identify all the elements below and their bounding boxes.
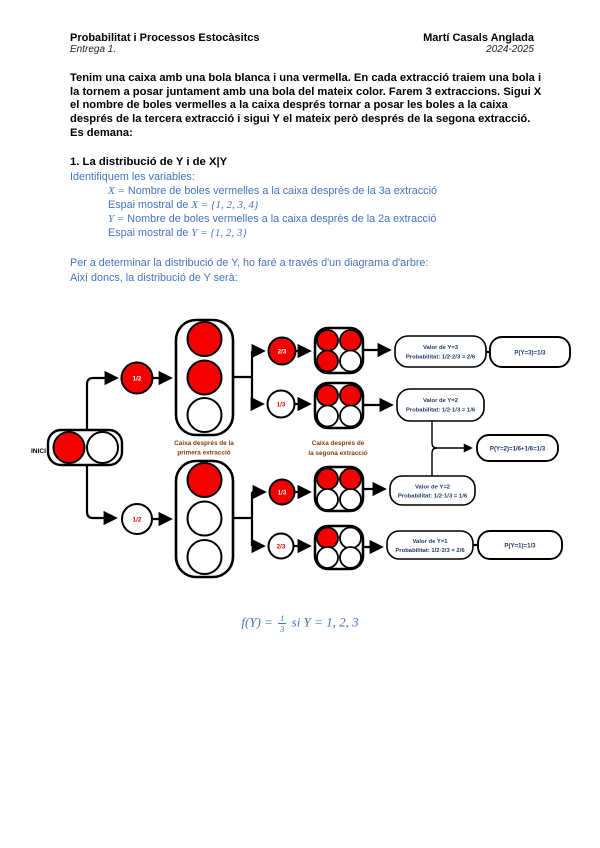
red-ball bbox=[186, 462, 223, 498]
variable-y-definition: Y = Nombre de boles vermelles a la caixa… bbox=[108, 212, 437, 225]
svg-text:Valor de Y=3: Valor de Y=3 bbox=[423, 345, 459, 351]
svg-text:Valor de Y=1: Valor de Y=1 bbox=[412, 539, 448, 545]
svg-text:Probabilitat: 1/2·1/3 = 1/6: Probabilitat: 1/2·1/3 = 1/6 bbox=[398, 494, 468, 500]
callout-y3: Valor de Y=3 Probabilitat: 1/2·2/3 = 2/6 bbox=[394, 335, 487, 368]
prob-circle-second-red-white: 1/3 bbox=[266, 389, 296, 419]
white-ball bbox=[339, 404, 362, 428]
red-ball bbox=[316, 349, 339, 373]
white-ball bbox=[186, 539, 223, 575]
author-name: Martí Casals Anglada bbox=[423, 32, 534, 44]
white-ball bbox=[339, 488, 362, 511]
prob-circle-first-red: 1/2 bbox=[120, 361, 154, 395]
tree-diagram-intro: Per a determinar la distribució de Y, ho… bbox=[70, 257, 429, 270]
section-heading: 1. La distribució de Y i de X|Y bbox=[70, 155, 228, 168]
header-row-2: Entrega 1. 2024-2025 bbox=[70, 44, 534, 55]
header-row-1: Probabilitat i Processos Estocàsitcs Mar… bbox=[70, 32, 534, 44]
red-ball bbox=[316, 467, 339, 491]
svg-text:Valor de Y=2: Valor de Y=2 bbox=[423, 398, 459, 404]
result-p-y1: P(Y=1)=1/3 bbox=[477, 530, 563, 560]
callout-y2-top: Valor de Y=2 Probabilitat: 1/2·1/3 = 1/6 bbox=[396, 388, 485, 422]
variables-lead: Identifiquem les variables: bbox=[70, 170, 195, 183]
white-ball bbox=[316, 488, 339, 511]
red-ball bbox=[339, 384, 362, 407]
second-box-caption-line2: la segona extracció bbox=[308, 450, 367, 457]
sample-space-x: Espai mostral de X = {1, 2, 3, 4} bbox=[108, 198, 259, 211]
problem-statement: Tenim una caixa amb una bola blanca i un… bbox=[70, 72, 542, 139]
result-p-y3: P(Y=3)=1/3 bbox=[489, 336, 571, 368]
start-label: INICI bbox=[31, 448, 46, 455]
svg-text:1/3: 1/3 bbox=[277, 402, 286, 409]
svg-text:P(Y=2)=1/6+1/6=1/3: P(Y=2)=1/6+1/6=1/3 bbox=[490, 446, 546, 453]
red-ball bbox=[186, 359, 223, 396]
prob-circle-second-white-white: 2/3 bbox=[267, 532, 295, 560]
callout-y1: Valor de Y=1 Probabilitat: 1/2·2/3 = 2/6 bbox=[386, 530, 474, 560]
page-content: Probabilitat i Processos Estocàsitcs Mar… bbox=[70, 32, 541, 285]
box-after-first-red bbox=[174, 318, 235, 437]
formula-condition: si Y = bbox=[291, 614, 323, 630]
distribution-intro: Així doncs, la distribució de Y serà: bbox=[70, 271, 238, 284]
box-after-second-rw bbox=[313, 381, 365, 430]
svg-text:1/2: 1/2 bbox=[133, 376, 142, 383]
formula-lhs: f(Y) = bbox=[241, 614, 273, 630]
svg-text:2/3: 2/3 bbox=[278, 349, 287, 356]
box-after-second-ww bbox=[313, 524, 365, 571]
svg-text:Valor de Y=2: Valor de Y=2 bbox=[415, 485, 451, 491]
tree-lines bbox=[85, 342, 490, 555]
prob-circle-second-white-red: 1/3 bbox=[268, 478, 296, 506]
variables-block: X = Nombre de boles vermelles a la caixa… bbox=[108, 184, 534, 241]
box-after-second-rr bbox=[313, 326, 365, 375]
second-box-caption-line1: Caixa després de bbox=[312, 440, 365, 447]
svg-text:Probabilitat: 1/2·1/3 = 1/6: Probabilitat: 1/2·1/3 = 1/6 bbox=[406, 408, 476, 414]
course-title: Probabilitat i Processos Estocàsitcs bbox=[70, 32, 260, 44]
svg-text:P(Y=1)=1/3: P(Y=1)=1/3 bbox=[504, 543, 536, 550]
tree-diagram: INICI 1/2 1/2 Caixa despré bbox=[31, 318, 571, 579]
svg-text:Probabilitat: 1/2·2/3 = 2/6: Probabilitat: 1/2·2/3 = 2/6 bbox=[395, 548, 465, 554]
callout-y2-bottom: Valor de Y=2 Probabilitat: 1/2·1/3 = 1/6 bbox=[389, 475, 476, 506]
first-box-caption-line1: Caixa després de la bbox=[174, 440, 234, 447]
box-after-second-wr bbox=[313, 465, 365, 513]
academic-year: 2024-2025 bbox=[486, 44, 534, 55]
box-after-first-white bbox=[174, 459, 235, 579]
red-ball bbox=[52, 431, 86, 464]
red-ball bbox=[316, 329, 339, 352]
white-ball bbox=[316, 546, 339, 569]
red-ball bbox=[186, 321, 223, 357]
red-ball bbox=[339, 467, 362, 491]
sample-space-y: Espai mostral de Y = {1, 2, 3} bbox=[108, 227, 247, 240]
prob-circle-first-white: 1/2 bbox=[121, 503, 153, 535]
first-box-caption-line2: primera extracció bbox=[177, 450, 230, 457]
result-p-y2: P(Y=2)=1/6+1/6=1/3 bbox=[476, 434, 559, 462]
white-ball bbox=[339, 546, 362, 569]
white-ball bbox=[186, 397, 223, 433]
red-ball bbox=[316, 526, 339, 550]
white-ball bbox=[316, 404, 339, 428]
formula-values: 1, 2, 3 bbox=[326, 614, 359, 630]
svg-text:1/3: 1/3 bbox=[278, 490, 287, 497]
red-ball bbox=[339, 329, 362, 352]
svg-text:2/3: 2/3 bbox=[277, 544, 286, 551]
start-box bbox=[46, 428, 124, 467]
prob-circle-second-red-red: 2/3 bbox=[267, 336, 297, 366]
variable-x-definition: X = Nombre de boles vermelles a la caixa… bbox=[108, 184, 437, 197]
white-ball bbox=[339, 349, 362, 373]
white-ball bbox=[186, 500, 223, 537]
assignment-label: Entrega 1. bbox=[70, 44, 117, 55]
white-ball bbox=[86, 431, 119, 464]
aggregation-lines bbox=[431, 421, 473, 477]
svg-text:P(Y=3)=1/3: P(Y=3)=1/3 bbox=[514, 350, 546, 357]
red-ball bbox=[316, 384, 339, 407]
svg-text:Probabilitat: 1/2·2/3 = 2/6: Probabilitat: 1/2·2/3 = 2/6 bbox=[406, 355, 476, 361]
svg-text:1/2: 1/2 bbox=[133, 517, 142, 524]
white-ball bbox=[339, 526, 362, 550]
